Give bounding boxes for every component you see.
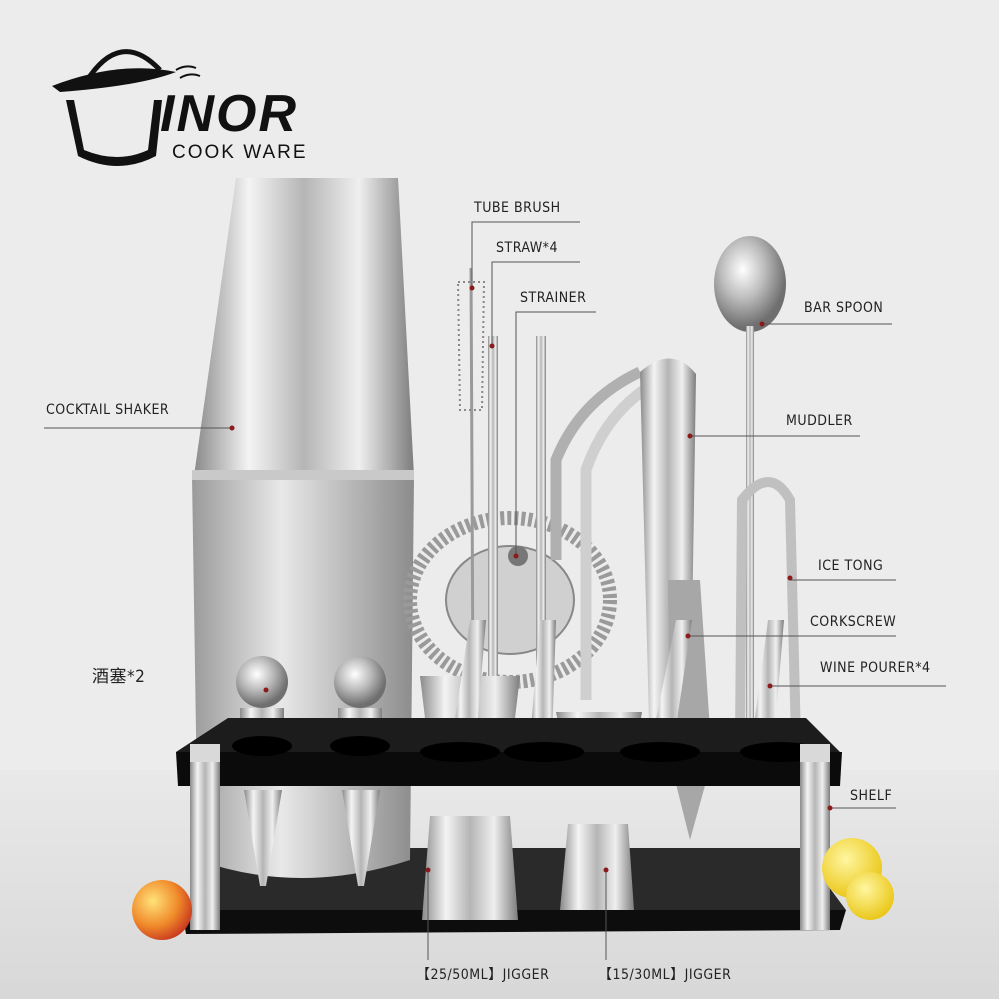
- label-ice-tong: ICE TONG: [818, 558, 884, 574]
- shelf-posts: [190, 744, 830, 930]
- label-jigger-large: 【25/50ML】JIGGER: [416, 967, 550, 983]
- label-cocktail-shaker: COCKTAIL SHAKER: [46, 402, 170, 418]
- label-muddler: MUDDLER: [786, 413, 853, 429]
- label-corkscrew: CORKSCREW: [810, 614, 897, 630]
- peach-fruit: [132, 880, 192, 940]
- bar-spoon: [714, 236, 786, 746]
- label-shelf: SHELF: [850, 788, 893, 804]
- tube-brush: [456, 267, 486, 691]
- label-bar-spoon: BAR SPOON: [804, 300, 884, 316]
- strainer: [403, 511, 617, 689]
- lemon-fruit-2: [846, 872, 894, 920]
- label-jigger-small: 【15/30ML】JIGGER: [598, 967, 732, 983]
- label-wine-pourer: WINE POURER*4: [820, 660, 931, 676]
- callout-lines: [44, 221, 946, 960]
- label-tube-brush: TUBE BRUSH: [474, 200, 561, 216]
- brand-name: INOR: [160, 85, 298, 143]
- brand-subtitle: COOK WARE: [172, 142, 308, 163]
- brand-logo-icon: [52, 49, 201, 166]
- label-stopper: 酒塞*2: [92, 667, 146, 687]
- ice-tong: [735, 477, 801, 741]
- callout-dots: [229, 285, 833, 873]
- wine-pourers: [452, 620, 784, 740]
- shelf-top: [176, 718, 842, 786]
- label-straw: STRAW*4: [496, 240, 558, 256]
- label-strainer: STRAINER: [520, 290, 587, 306]
